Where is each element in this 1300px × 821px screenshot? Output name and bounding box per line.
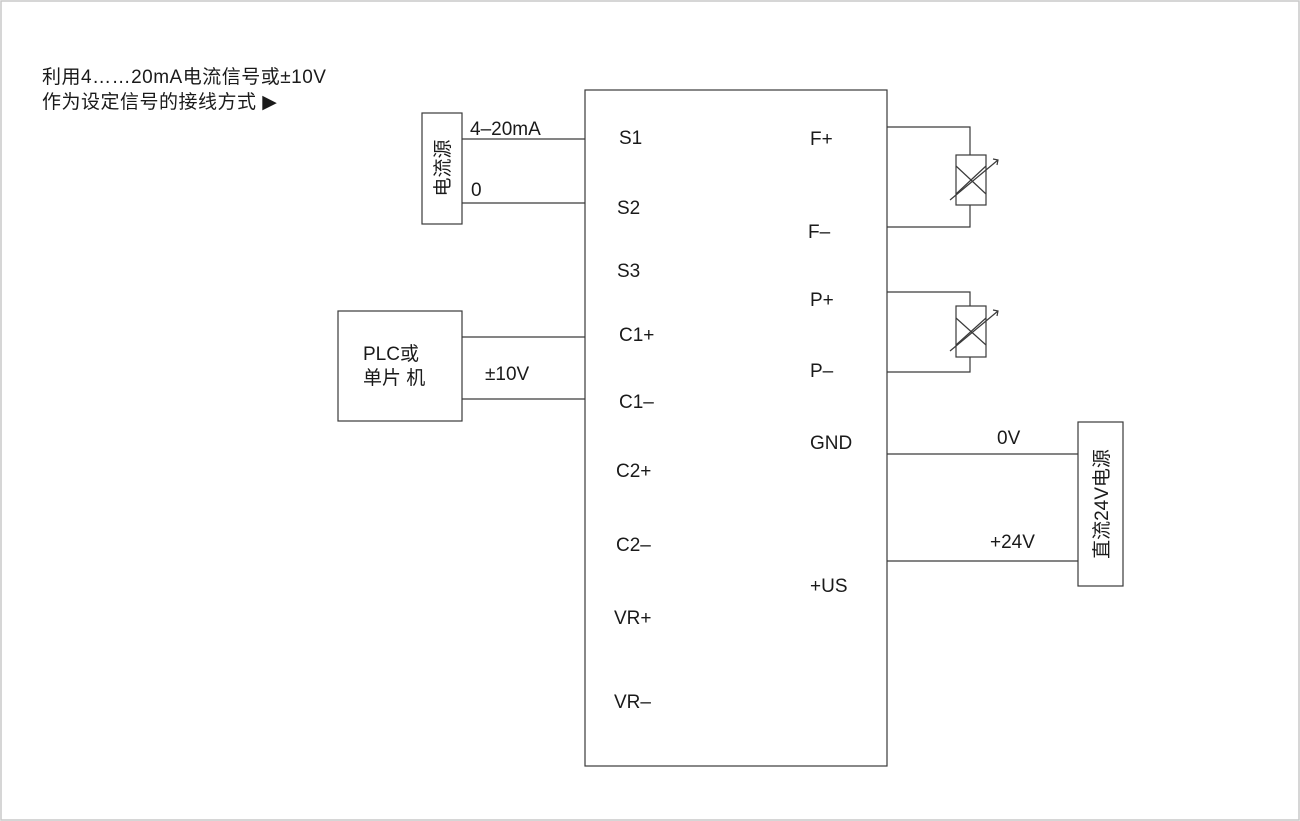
signal-4-20ma-label: 4–20mA	[470, 119, 541, 140]
right-terminals: F+ F– P+ P– GND +US	[808, 129, 852, 597]
terminal-c2-plus: C2+	[616, 461, 651, 482]
terminal-vr-minus: VR–	[614, 692, 651, 713]
dc-supply-label: 直流24V电源	[1091, 449, 1113, 559]
terminal-gnd: GND	[810, 433, 852, 454]
dc-plus-label: +24V	[990, 532, 1035, 553]
terminal-s3: S3	[617, 261, 640, 282]
plc-signal-label: ±10V	[485, 364, 530, 385]
terminal-s2: S2	[617, 198, 640, 219]
caption-line-1: 利用4……20mA电流信号或±10V	[42, 66, 326, 88]
wire-p-plus	[887, 291, 971, 306]
plc-box	[337, 310, 463, 422]
controller-box	[584, 89, 888, 767]
plc-label-line-2: 单片 机	[363, 367, 425, 389]
wire-f-minus	[887, 205, 971, 228]
terminal-us-plus: +US	[810, 576, 848, 597]
variable-resistor-icon	[949, 305, 999, 358]
current-source-label: 电流源	[432, 139, 454, 196]
signal-zero-label: 0	[471, 180, 482, 201]
variable-resistor-icon	[949, 154, 999, 206]
dc-supply-box	[1077, 421, 1124, 587]
terminal-p-minus: P–	[810, 361, 834, 382]
terminal-c2-minus: C2–	[616, 535, 651, 556]
wire-f-plus	[887, 126, 971, 155]
terminal-vr-plus: VR+	[614, 608, 652, 629]
terminal-p-plus: P+	[810, 290, 834, 311]
dc-zero-label: 0V	[997, 428, 1021, 449]
terminal-c1-plus: C1+	[619, 325, 654, 346]
wire-p-minus	[887, 357, 971, 373]
plc-label-line-1: PLC或	[363, 343, 419, 365]
left-terminals: S1 S2 S3 C1+ C1– C2+ C2– VR+ VR–	[614, 128, 654, 713]
terminal-f-minus: F–	[808, 222, 831, 243]
caption-line-2: 作为设定信号的接线方式 ▶	[42, 91, 277, 113]
terminal-s1: S1	[619, 128, 642, 149]
terminal-c1-minus: C1–	[619, 392, 654, 413]
current-source-box	[421, 112, 463, 225]
terminal-f-plus: F+	[810, 129, 833, 150]
